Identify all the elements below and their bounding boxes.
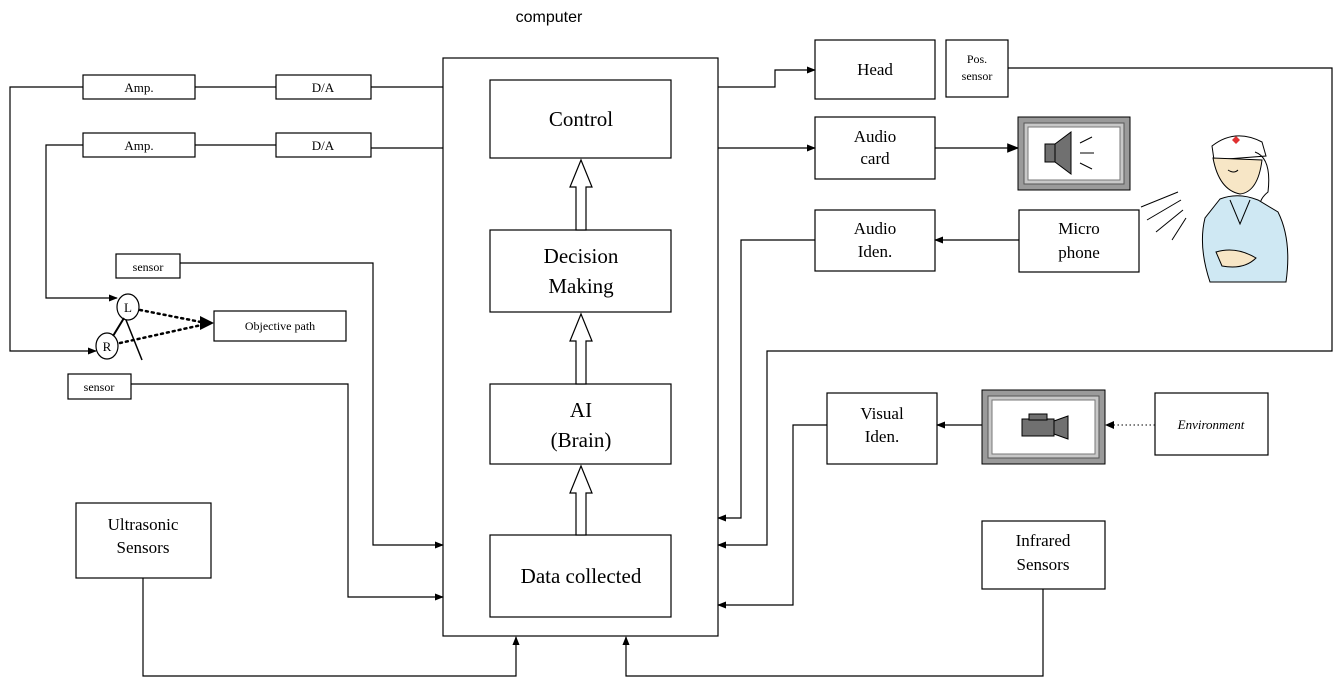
audio-card-label-1: Audio (854, 127, 897, 146)
wire-amp2-to-wheel-l (46, 145, 117, 298)
pos-sensor-label-1: Pos. (967, 52, 987, 66)
amp-label-1: Amp. (124, 80, 153, 95)
ai-label-1: AI (570, 398, 592, 422)
speaker-screen (1028, 127, 1120, 180)
ultrasonic-label-1: Ultrasonic (108, 515, 179, 534)
wire-amp1-to-wheel-r (10, 87, 96, 351)
data-collected-label: Data collected (521, 564, 642, 588)
microphone-label-2: phone (1058, 243, 1100, 262)
decision-label-1: Decision (544, 244, 619, 268)
audio-iden-label-2: Iden. (858, 242, 892, 261)
wire-sensor-top-to-computer (180, 263, 443, 545)
wheel-axle (113, 318, 124, 336)
infrared-label-2: Sensors (1017, 555, 1070, 574)
dotted-arrow-r (120, 324, 206, 343)
ultrasonic-label-2: Sensors (117, 538, 170, 557)
visual-iden-label-2: Iden. (865, 427, 899, 446)
dotted-arrow-l (140, 310, 206, 323)
da-label-2: D/A (312, 138, 335, 153)
wire-visual-iden-to-computer (718, 425, 827, 605)
visual-iden-label-1: Visual (860, 404, 904, 423)
sensor-label-bottom: sensor (84, 380, 115, 394)
da-label-1: D/A (312, 80, 335, 95)
environment-arrowhead (1105, 421, 1114, 429)
audio-iden-label-1: Audio (854, 219, 897, 238)
wire-computer-to-head (718, 70, 815, 87)
head-label: Head (857, 60, 893, 79)
wheel-l-label: L (124, 300, 132, 315)
microphone-label-1: Micro (1058, 219, 1100, 238)
objective-path-label: Objective path (245, 319, 315, 333)
ai-label-2: (Brain) (551, 428, 612, 452)
control-label: Control (549, 107, 613, 131)
environment-label: Environment (1177, 417, 1245, 432)
ai-block (490, 384, 671, 464)
infrared-label-1: Infrared (1016, 531, 1071, 550)
decision-label-2: Making (548, 274, 614, 298)
computer-label: computer (516, 9, 583, 26)
amp-label-2: Amp. (124, 138, 153, 153)
sensor-label-top: sensor (133, 260, 164, 274)
wheel-r-label: R (103, 339, 112, 354)
decision-block (490, 230, 671, 312)
pos-sensor-label-2: sensor (962, 69, 993, 83)
audio-card-label-2: card (860, 149, 890, 168)
person-icon (1141, 136, 1288, 282)
objective-arrowhead (200, 316, 214, 330)
